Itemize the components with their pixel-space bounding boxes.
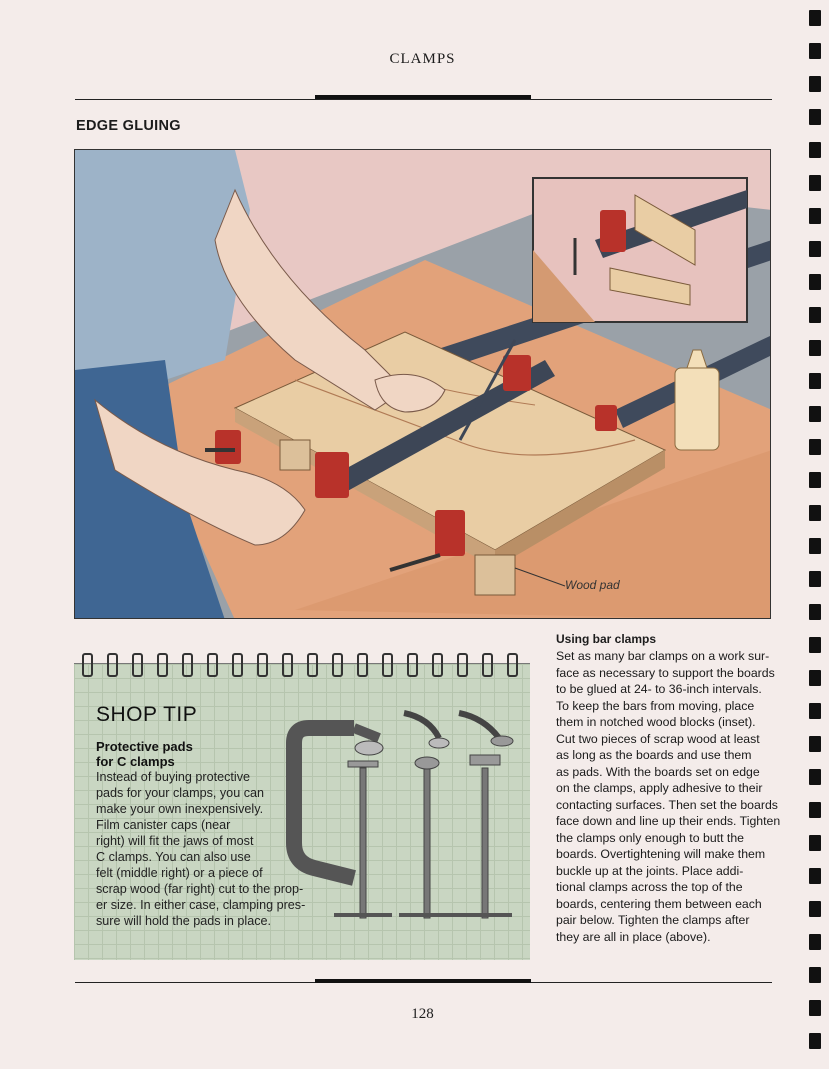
- shop-tip-line: C clamps. You can also use: [96, 850, 251, 864]
- binding-hole: [809, 340, 821, 356]
- shop-tip-line: Instead of buying protective: [96, 770, 251, 784]
- notepad-coil: [507, 653, 518, 677]
- notepad-coil: [82, 653, 93, 677]
- binding-hole: [809, 307, 821, 323]
- binding-hole: [809, 1000, 821, 1016]
- notepad-coil: [207, 653, 218, 677]
- body-line: To keep the bars from moving, place: [556, 699, 755, 713]
- body-line: contacting surfaces. Then set the boards: [556, 798, 778, 812]
- body-heading: Using bar clamps: [556, 632, 657, 646]
- binding-hole: [809, 373, 821, 389]
- body-line: on the clamps, apply adhesive to their: [556, 781, 763, 795]
- body-line: Cut two pieces of scrap wood at least: [556, 732, 760, 746]
- section-title: EDGE GLUING: [76, 118, 181, 134]
- notepad-coil: [482, 653, 493, 677]
- body-line: face down and line up their ends. Tighte…: [556, 814, 781, 828]
- binding-hole: [809, 604, 821, 620]
- shop-tip-box: SHOP TIP Protective pads for C clamps In…: [74, 653, 530, 960]
- shop-tip-line: scrap wood (far right) cut to the prop-: [96, 882, 304, 896]
- shop-tip-title: SHOP TIP: [96, 703, 198, 726]
- shop-tip-line: sure will hold the pads in place.: [96, 914, 272, 928]
- binding-hole: [809, 406, 821, 422]
- shop-tip-heading: Protective pads: [96, 739, 193, 754]
- body-line: to be glued at 24- to 36-inch intervals.: [556, 682, 762, 696]
- bottom-rule-accent: [315, 979, 531, 983]
- binding-hole: [809, 241, 821, 257]
- notepad-coil: [132, 653, 143, 677]
- body-line: tional clamps across the top of the: [556, 880, 743, 894]
- wood-pad-label: Wood pad: [565, 578, 620, 592]
- binding-hole: [809, 571, 821, 587]
- notepad-coil: [382, 653, 393, 677]
- binding-hole: [809, 670, 821, 686]
- binding-hole: [809, 472, 821, 488]
- notepad-coil: [357, 653, 368, 677]
- notepad-coil: [457, 653, 468, 677]
- body-line: the clamps only enough to butt the: [556, 831, 744, 845]
- binding-hole: [809, 901, 821, 917]
- body-line: they are all in place (above).: [556, 930, 711, 944]
- binding-hole: [809, 10, 821, 26]
- binding-hole: [809, 538, 821, 554]
- notepad-coil: [282, 653, 293, 677]
- binding-hole: [809, 505, 821, 521]
- body-line: boards, centering them between each: [556, 897, 762, 911]
- body-line: as long as the boards and use them: [556, 748, 752, 762]
- notepad-coil: [332, 653, 343, 677]
- binding-hole: [809, 1033, 821, 1049]
- body-line: buckle up at the joints. Place addi-: [556, 864, 744, 878]
- page-number: 128: [411, 1006, 434, 1022]
- shop-tip-line: Film canister caps (near: [96, 818, 231, 832]
- binding-hole: [809, 868, 821, 884]
- binding-hole: [809, 274, 821, 290]
- top-rule: [75, 99, 772, 100]
- shop-tip-line: pads for your clamps, you can: [96, 786, 264, 800]
- c-clamps-illustration: [286, 710, 514, 919]
- body-line: face as necessary to support the boards: [556, 666, 775, 680]
- body-line: Set as many bar clamps on a work sur-: [556, 649, 770, 663]
- notepad-coil: [157, 653, 168, 677]
- binding-hole: [809, 934, 821, 950]
- shop-tip-line: felt (middle right) or a piece of: [96, 866, 263, 880]
- body-line: boards. Overtightening will make them: [556, 847, 766, 861]
- body-line: pair below. Tighten the clamps after: [556, 913, 750, 927]
- shop-tip-line: right) will fit the jaws of most: [96, 834, 254, 848]
- shop-tip-line: make your own inexpensively.: [96, 802, 264, 816]
- binding-hole: [809, 109, 821, 125]
- edge-gluing-illustration: [74, 149, 771, 619]
- binding-hole: [809, 142, 821, 158]
- binding-hole: [809, 736, 821, 752]
- notepad-coil: [182, 653, 193, 677]
- binding-hole: [809, 769, 821, 785]
- top-rule-accent: [315, 95, 531, 99]
- binding-hole: [809, 703, 821, 719]
- binding-hole: [809, 43, 821, 59]
- binding-hole: [809, 208, 821, 224]
- body-line: as pads. With the boards set on edge: [556, 765, 760, 779]
- notepad-coil: [407, 653, 418, 677]
- shop-tip-line: er size. In either case, clamping pres-: [96, 898, 306, 912]
- notepad-coil: [107, 653, 118, 677]
- notepad-coil: [257, 653, 268, 677]
- binding-hole: [809, 802, 821, 818]
- notepad-coil: [307, 653, 318, 677]
- binding-hole: [809, 76, 821, 92]
- binding-hole: [809, 637, 821, 653]
- running-head: CLAMPS: [389, 51, 456, 67]
- binding-hole: [809, 967, 821, 983]
- binding-hole: [809, 175, 821, 191]
- binding-hole: [809, 439, 821, 455]
- shop-tip-heading: for C clamps: [96, 754, 175, 769]
- binding-hole: [809, 835, 821, 851]
- body-line: them in notched wood blocks (inset).: [556, 715, 756, 729]
- notepad-coil: [432, 653, 443, 677]
- notepad-coil: [232, 653, 243, 677]
